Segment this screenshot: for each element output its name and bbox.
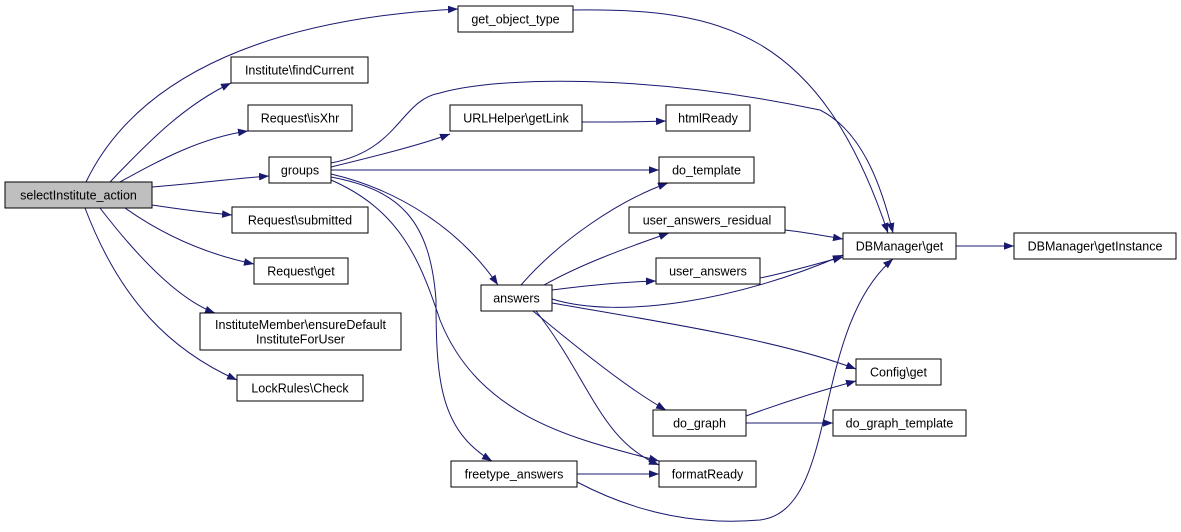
edge-groups-to-answers	[330, 173, 499, 286]
node-do_graph[interactable]: do_graph	[652, 409, 747, 437]
node-findCurrent[interactable]: Institute\findCurrent	[230, 56, 369, 84]
node-box	[253, 257, 349, 285]
node-groups[interactable]: groups	[268, 156, 332, 184]
edge-groups-to-formatReady	[330, 179, 660, 463]
node-box	[4, 181, 153, 209]
node-formatReady[interactable]: formatReady	[658, 460, 757, 488]
edge-answers-to-configget	[551, 302, 857, 370]
edge-selectInstitute_action-to-findCurrent	[109, 82, 232, 183]
node-freetype[interactable]: freetype_answers	[450, 460, 578, 488]
edge-selectInstitute_action-to-ensureDefault	[99, 207, 216, 314]
edge-getLink-to-htmlReady	[581, 117, 667, 126]
node-configget[interactable]: Config\get	[855, 358, 942, 386]
node-box	[1013, 232, 1177, 260]
edge-do_graph-to-configget	[745, 379, 857, 417]
node-label: DBManager\getInstance	[1028, 240, 1163, 254]
edge-get_object_type-to-dbget	[572, 9, 889, 234]
node-label: do_template	[672, 164, 741, 178]
node-user_answers[interactable]: user_answers	[655, 257, 761, 285]
node-box	[480, 284, 553, 312]
node-htmlReady[interactable]: htmlReady	[665, 104, 751, 132]
node-label: Request\get	[267, 265, 335, 279]
edge-groups-to-freetype	[330, 176, 493, 462]
node-label: Institute\findCurrent	[245, 64, 355, 78]
node-label: DBManager\get	[856, 240, 944, 254]
edge-answers-to-formatReady	[535, 310, 660, 466]
edge-selectInstitute_action-to-isXhr	[119, 128, 249, 183]
edge-answers-to-do_graph	[532, 310, 667, 411]
node-selectInstitute_action[interactable]: selectInstitute_action	[4, 181, 153, 209]
node-box	[832, 409, 967, 437]
node-label: do_graph	[673, 417, 726, 431]
node-label: InstituteMember\ensureDefault	[215, 318, 386, 332]
edge-selectInstitute_action-to-request_get	[124, 207, 255, 266]
node-box	[855, 358, 942, 386]
node-label: Config\get	[870, 366, 928, 380]
node-isXhr[interactable]: Request\isXhr	[247, 104, 353, 132]
edge-answers-to-uar	[543, 232, 670, 286]
node-label: answers	[493, 292, 540, 306]
node-label: htmlReady	[678, 112, 738, 126]
node-box	[658, 156, 755, 184]
node-label: formatReady	[672, 468, 744, 482]
node-box	[655, 257, 761, 285]
node-label: InstituteForUser	[256, 332, 345, 346]
edges	[84, 5, 1014, 522]
nodes: selectInstitute_action get_object_typeIns…	[4, 5, 1177, 488]
edge-answers-to-user_answers	[551, 277, 657, 291]
edge-freetype-to-dbget	[576, 258, 894, 522]
node-label: LockRules\Check	[251, 382, 349, 396]
edge-answers-to-dbget	[551, 254, 844, 308]
node-get_object_type[interactable]: get_object_type	[457, 5, 574, 33]
edge-user_answers-to-dbget	[759, 255, 844, 279]
node-dbinst[interactable]: DBManager\getInstance	[1013, 232, 1177, 260]
node-label: Request\submitted	[248, 214, 352, 228]
edge-groups-to-dbget	[330, 80, 895, 234]
node-ensureDefault[interactable]: InstituteMember\ensureDefaultInstituteFo…	[199, 312, 402, 351]
node-uar[interactable]: user_answers_residual	[628, 206, 786, 234]
node-label: groups	[281, 164, 319, 178]
node-box	[247, 104, 353, 132]
node-request_get[interactable]: Request\get	[253, 257, 349, 285]
node-box	[658, 460, 757, 488]
edge-selectInstitute_action-to-get_object_type	[85, 5, 459, 183]
edge-groups-to-getLink	[330, 133, 451, 168]
node-box	[628, 206, 786, 234]
node-box	[652, 409, 747, 437]
node-box	[450, 460, 578, 488]
edge-selectInstitute_action-to-submitted	[151, 204, 233, 218]
node-box	[449, 104, 583, 132]
node-label: user_answers_residual	[643, 214, 772, 228]
node-box	[199, 312, 402, 351]
edge-selectInstitute_action-to-groups	[151, 172, 270, 188]
node-do_template[interactable]: do_template	[658, 156, 755, 184]
node-label: freetype_answers	[465, 468, 564, 482]
node-submitted[interactable]: Request\submitted	[231, 206, 369, 234]
node-label: get_object_type	[471, 13, 559, 27]
node-answers[interactable]: answers	[480, 284, 553, 312]
node-dgt[interactable]: do_graph_template	[832, 409, 967, 437]
node-box	[842, 232, 957, 260]
node-dbget[interactable]: DBManager\get	[842, 232, 957, 260]
node-box	[665, 104, 751, 132]
node-label: do_graph_template	[846, 417, 954, 431]
node-getLink[interactable]: URLHelper\getLink	[449, 104, 583, 132]
node-box	[230, 56, 369, 84]
node-label: URLHelper\getLink	[463, 112, 569, 126]
edge-uar-to-dbget	[784, 229, 844, 242]
edge-answers-to-do_template	[520, 182, 669, 286]
node-box	[236, 374, 364, 402]
node-box	[268, 156, 332, 184]
node-lockrules[interactable]: LockRules\Check	[236, 374, 364, 402]
node-label: user_answers	[669, 265, 747, 279]
node-label: Request\isXhr	[261, 112, 340, 126]
edge-selectInstitute_action-to-lockrules	[84, 207, 238, 381]
node-box	[457, 5, 574, 33]
node-label: selectInstitute_action	[20, 189, 137, 203]
node-box	[231, 206, 369, 234]
